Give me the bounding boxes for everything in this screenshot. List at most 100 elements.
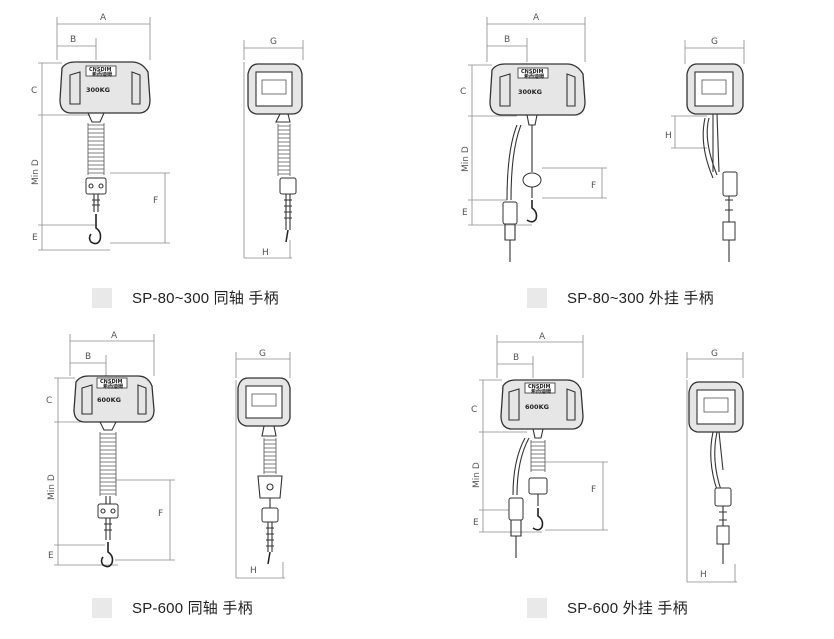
dim-e: E [32,225,110,251]
dim-b: B [497,353,534,378]
dim-c: C [46,377,100,423]
dim-d-label: Min D [472,462,482,488]
dim-e: E [462,200,532,226]
caption-text: SP-600 同轴 手柄 [132,600,253,617]
dim-c: C [31,62,90,116]
dim-g-label: G [259,349,266,359]
dim-a-label: A [539,332,546,342]
dim-e-label: E [48,551,54,561]
diagram-panel-1: A B C Min D E F CNSDIM 希而迪姆 300KG [0,0,417,320]
caption-row-2: SP-80~300 外挂 手柄 [527,287,714,308]
dim-h: H [686,380,737,583]
dim-c-label: C [471,405,477,415]
caption-row-3: SP-600 同轴 手柄 [92,597,253,618]
dim-e-label: E [473,518,479,528]
caption-swatch [527,287,547,308]
dim-b-label: B [70,35,76,45]
hoist-drawing-external-300: A B C Min D E F CNSDIM 希而迪姆 300KG [460,13,745,262]
dim-c-label: C [460,87,466,97]
hoist-drawing-coaxial-600: A B C Min D E F CNSDIM 希而迪姆 600KG [46,331,291,579]
dim-a: A [56,13,151,60]
hoist-front-view: CNSDIM 希而迪姆 600KG [500,379,584,558]
hoist-drawing-coaxial-300: A B C Min D E F CNSDIM 希而迪姆 300KG [31,13,304,259]
dim-b: B [57,35,97,60]
brand-label: CNSDIM [528,384,550,390]
caption-row-1: SP-80~300 同轴 手柄 [92,287,279,308]
brand-sub-label: 希而迪姆 [531,388,551,395]
dim-g: G [243,37,304,60]
dim-c: C [460,64,517,117]
brand-sub-label: 希而迪姆 [103,383,123,390]
brand-label: CNSDIM [89,67,111,73]
dim-c-label: C [31,86,37,96]
dim-c-label: C [46,396,52,406]
caption-text: SP-600 外挂 手柄 [567,600,688,617]
dim-g: G [235,349,291,378]
dim-e-label: E [462,208,468,218]
dim-b: B [70,352,107,376]
brand-sub-label: 希而迪姆 [92,71,112,78]
capacity-label: 300KG [86,86,110,94]
capacity-label: 600KG [525,403,549,411]
dim-h: H [235,380,285,579]
dim-h-label: H [665,131,672,141]
hoist-side-view [237,377,291,565]
diagram-panel-4: A B C Min D E F CNSDIM 希而迪姆 600KG [417,320,834,639]
dim-h-label: H [262,248,269,258]
capacity-label: 300KG [518,88,542,96]
hoist-drawing-external-600: A B C Min D E F CNSDIM 希而迪姆 600KG [471,332,744,583]
hoist-side-view [686,63,744,262]
dim-g-label: G [270,37,277,47]
caption-swatch [92,287,112,308]
dim-e: E [48,545,118,566]
dim-f: F [542,167,607,199]
dim-h-label: H [250,566,257,576]
dim-b-label: B [504,35,510,45]
dim-f: F [110,172,170,244]
dim-f: F [115,479,175,561]
dim-a-label: A [100,13,107,23]
dim-b-label: B [85,352,91,362]
caption-swatch [527,597,547,618]
brand-sub-label: 希而迪姆 [524,73,544,80]
hoist-front-view: CNSDIM 希而迪姆 300KG [489,63,586,262]
dim-a: A [486,13,586,62]
hoist-front-view: CNSDIM 希而迪姆 300KG [59,61,151,245]
hoist-side-view [247,63,303,243]
dim-e-label: E [32,233,38,243]
hoist-front-view: CNSDIM 希而迪姆 600KG [73,375,155,568]
dim-d: Min D [47,422,105,546]
caption-row-4: SP-600 外挂 手柄 [527,597,688,618]
dim-h-label: H [700,570,707,580]
dim-a: A [69,331,155,376]
brand-label: CNSDIM [100,379,122,385]
dim-h: H [665,115,707,149]
caption-text: SP-80~300 同轴 手柄 [132,290,279,307]
dim-d: Min D [461,116,507,201]
dim-f: F [545,461,608,531]
dim-g-label: G [711,37,718,47]
dim-d: Min D [472,432,512,511]
dim-f-label: F [153,196,158,206]
dim-a: A [496,332,584,378]
dim-a-label: A [533,13,540,23]
dim-a-label: A [111,331,118,341]
brand-label: CNSDIM [521,69,543,75]
capacity-label: 600KG [97,396,121,404]
hoist-side-view [688,381,744,564]
dim-e: E [473,510,542,533]
dim-d: Min D [31,115,95,226]
dim-f-label: F [158,509,163,519]
dim-g: G [686,349,744,378]
dim-d-label: Min D [47,474,57,500]
diagram-panel-3: A B C Min D E F CNSDIM 希而迪姆 600KG [0,320,417,639]
diagram-panel-2: A B C Min D E F CNSDIM 希而迪姆 300KG [417,0,834,320]
dim-f-label: F [591,485,596,495]
dim-f-label: F [591,181,596,191]
dim-g: G [684,37,745,64]
dim-b: B [487,35,528,62]
dim-d-label: Min D [31,159,41,185]
dim-b-label: B [513,353,519,363]
dim-c: C [471,379,527,433]
dim-g-label: G [711,349,718,359]
